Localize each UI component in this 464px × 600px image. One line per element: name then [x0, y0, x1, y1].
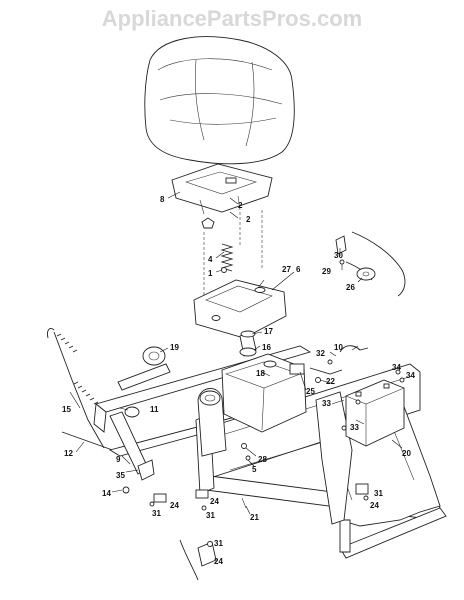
callout-35: 35: [116, 471, 125, 480]
fuel-cap: [239, 330, 257, 357]
callout-8: 8: [160, 195, 165, 204]
clip-24-c: [355, 483, 369, 495]
callout-14: 14: [102, 489, 111, 498]
callout-33a: 33: [322, 399, 331, 408]
callout-32: 32: [316, 349, 325, 358]
bottom-inset: [179, 539, 217, 581]
throttle-cable: [47, 327, 105, 449]
seat-mount-bracket: [193, 279, 287, 339]
steering-tower: [197, 388, 227, 457]
callout-24a: 24: [170, 501, 179, 510]
callout-31d: 31: [214, 539, 223, 548]
callout-20: 20: [402, 449, 411, 458]
seat: [144, 36, 295, 165]
callout-22: 22: [326, 377, 335, 386]
watermark-text: AppliancePartsPros.com: [102, 6, 362, 31]
nut-14: [122, 486, 130, 494]
callout-2a: 2: [238, 201, 243, 210]
seat-knob: [201, 217, 215, 229]
callout-26: 26: [346, 283, 355, 292]
seat-pan: [171, 163, 273, 215]
callout-18: 18: [256, 369, 265, 378]
clip-24-b: [195, 489, 209, 499]
callout-24d: 24: [214, 557, 223, 566]
callout-24b: 24: [210, 497, 219, 506]
battery: [341, 369, 405, 447]
clip-24-a: [153, 493, 167, 503]
pivot-bushing: [124, 406, 140, 418]
control-rod: [61, 431, 119, 453]
leader-lines: [69, 191, 403, 515]
callout-4: 4: [208, 255, 213, 264]
callout-30: 30: [334, 251, 343, 260]
callout-12: 12: [64, 449, 73, 458]
callout-16: 16: [262, 343, 271, 352]
callout-21: 21: [250, 513, 259, 522]
solenoid-harness: [289, 345, 369, 383]
front-axle: [117, 346, 171, 391]
callout-31a: 31: [152, 509, 161, 518]
callout-24c: 24: [370, 501, 379, 510]
inset-detail: [335, 231, 406, 297]
callout-25: 25: [306, 387, 315, 396]
mount-bracket-35: [137, 459, 155, 481]
callout-34a: 34: [392, 363, 401, 372]
bolt: [221, 267, 227, 273]
callout-27: 27: [282, 265, 291, 274]
callout-2b: 2: [246, 215, 251, 224]
seat-spring: [220, 243, 234, 272]
callout-28: 28: [258, 455, 267, 464]
callout-33b: 33: [350, 423, 359, 432]
callout-29: 29: [322, 267, 331, 276]
callout-31b: 31: [206, 511, 215, 520]
callout-1: 1: [208, 269, 213, 278]
callout-6: 6: [296, 265, 301, 274]
callout-15: 15: [62, 405, 71, 414]
callout-9: 9: [116, 455, 121, 464]
hood-support: [315, 391, 353, 525]
callout-11: 11: [150, 405, 159, 414]
callout-34b: 34: [406, 371, 415, 380]
callout-5: 5: [252, 465, 257, 474]
callout-31c: 31: [374, 489, 383, 498]
callout-17: 17: [264, 327, 273, 336]
callout-19: 19: [170, 343, 179, 352]
fuel-tank: [221, 353, 307, 433]
callout-labels: 30 29 26 8 2 2 4 1 27 6 17 16 19 10 32 1…: [62, 195, 415, 566]
callout-10: 10: [334, 343, 343, 352]
